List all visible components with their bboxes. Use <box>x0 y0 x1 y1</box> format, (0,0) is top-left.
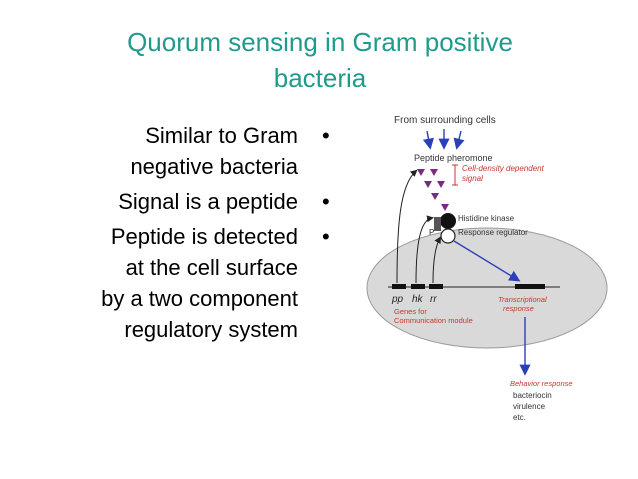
virulence-label: virulence <box>513 402 546 411</box>
diagram-svg: From surrounding cells Peptide pheromone… <box>366 115 608 422</box>
feedback-arrow-rr <box>432 236 441 284</box>
pheromone-peptide <box>430 169 438 176</box>
activation-arrow <box>453 240 521 282</box>
pheromone-peptide <box>431 193 439 200</box>
histidine-kinase-label: Histidine kinase <box>458 214 515 223</box>
bullet-list: Similar to Gram negative bacteria • Sign… <box>20 120 338 349</box>
pheromone-peptide <box>424 181 432 188</box>
genes-for-label-1: Genes for <box>394 307 427 316</box>
gene-hk-label: hk <box>412 294 424 305</box>
slide-title: Quorum sensing in Gram positive bacteria <box>70 24 570 96</box>
bullet-1-line-2: negative bacteria <box>130 154 298 179</box>
incoming-arrow-1 <box>422 130 434 150</box>
gene-block <box>429 284 443 289</box>
pheromone-peptide <box>441 204 449 211</box>
bullet-1-line-1: Similar to Gram <box>145 123 298 148</box>
membrane-receptor <box>434 217 441 231</box>
cell-body <box>366 227 608 349</box>
gene-block <box>411 284 425 289</box>
bullet-dot: • <box>322 224 330 249</box>
feedback-arrow-pp <box>396 169 418 284</box>
slide-title-line-2: bacteria <box>273 63 367 93</box>
gene-block-target <box>515 284 545 289</box>
slide-title-line-1: Quorum sensing in Gram positive <box>127 27 513 57</box>
feedback-arrow-hk <box>415 215 434 284</box>
transcriptional-label-2: response <box>503 304 534 313</box>
incoming-arrow-3 <box>453 130 465 150</box>
transcriptional-label-1: Transcriptional <box>498 295 547 304</box>
quorum-sensing-diagram: From surrounding cells Peptide pheromone… <box>340 105 638 435</box>
response-regulator <box>440 228 456 244</box>
bullet-3-line-3: by a two component <box>101 286 298 311</box>
gene-block <box>392 284 406 289</box>
cell-density-label-1: Cell-density dependent <box>462 164 545 173</box>
bacteriocin-label: bacteriocin <box>513 391 552 400</box>
pheromone-peptide <box>437 181 445 188</box>
etc-label: etc. <box>513 413 526 422</box>
behavior-label: Behavior response <box>510 379 573 388</box>
bullet-dot: • <box>322 123 330 148</box>
histidine-kinase <box>440 213 456 229</box>
from-cells-label: From surrounding cells <box>394 115 496 126</box>
bullet-item-2: Signal is a peptide • <box>20 186 338 217</box>
bullet-3-line-1: Peptide is detected <box>110 224 298 249</box>
bullet-item-3: Peptide is detected at the cell surface … <box>20 221 338 345</box>
bullet-dot: • <box>322 189 330 214</box>
gene-pp-label: pp <box>391 294 404 305</box>
cell-density-label-2: signal <box>462 174 483 183</box>
response-regulator-label: Response regulator <box>458 228 528 237</box>
genes-for-label-2: Communication module <box>394 316 473 325</box>
bullet-2-line-1: Signal is a peptide <box>118 189 298 214</box>
pheromone-label: Peptide pheromone <box>414 153 493 163</box>
bullet-item-1: Similar to Gram negative bacteria • <box>20 120 338 182</box>
phosphate-label: P <box>429 228 434 237</box>
bullet-3-line-4: regulatory system <box>124 317 298 342</box>
gene-rr-label: rr <box>430 294 437 305</box>
bullet-3-line-2: at the cell surface <box>125 255 298 280</box>
pheromone-peptide <box>417 169 425 176</box>
